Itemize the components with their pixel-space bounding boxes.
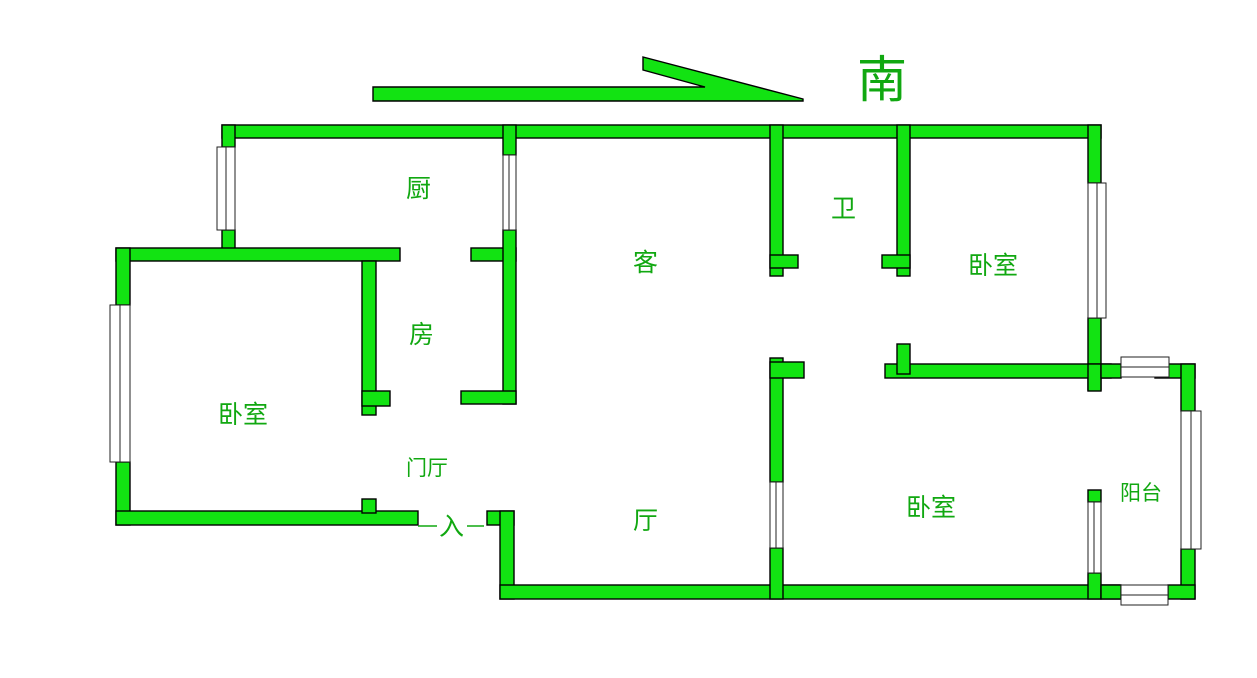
wall-balcony-west-bottom (1087, 572, 1102, 600)
room-label-bedroom-northeast: 卧室 (968, 251, 1018, 280)
room-label-bathroom: 卫 (831, 194, 856, 223)
room-label-bedroom-southeast: 卧室 (906, 493, 956, 522)
wall-balcony-west-mid (1087, 489, 1102, 503)
window-ne-bedroom-east (1087, 182, 1107, 319)
windows (109, 146, 1202, 606)
wall-balcony-east-top (1180, 363, 1196, 412)
wall-bathroom-west-foot (769, 254, 799, 269)
wall-bedroom-west-stub (361, 498, 377, 514)
wall-balcony-south-right (1167, 584, 1196, 600)
wall-kitchen-inner-west (361, 260, 377, 416)
wall-kitchen-east (502, 229, 517, 405)
wall-ne-bedroom-south (884, 363, 1112, 379)
wall-ne-bedroom-stub (896, 343, 911, 375)
window-kitchen-west (216, 146, 236, 231)
window-balcony-east (1180, 410, 1202, 550)
room-label-living-top: 客 (633, 248, 658, 277)
wall-divider-top-stub (769, 361, 805, 379)
compass-direction-label: 南 (857, 51, 907, 109)
room-label-foyer: 门厅 (406, 456, 448, 480)
wall-kitchen-east-top (502, 124, 517, 156)
room-label-living-bottom: 厅 (633, 506, 658, 535)
room-label-kitchen-bottom: 房 (409, 320, 434, 349)
compass-arrow (372, 56, 804, 102)
entrance-label: 入 (439, 512, 464, 541)
wall-kitchen-inner-west-foot (361, 390, 391, 407)
wall-balcony-south-left (1100, 584, 1122, 600)
wall-kitchen-inner-east-foot (460, 390, 517, 405)
window-balcony-west (1087, 501, 1102, 574)
window-kitchen-east (502, 154, 517, 231)
wall-north (221, 124, 1102, 139)
wall-bathroom-east (896, 124, 911, 277)
window-bedroom-west (109, 304, 131, 463)
wall-bedroom-west-south (115, 510, 419, 526)
window-balcony-north (1120, 356, 1170, 378)
window-balcony-south (1120, 584, 1169, 606)
room-label-kitchen-top: 厨 (406, 174, 431, 203)
wall-ne-bedroom-east-top (1087, 124, 1102, 184)
room-label-bedroom-west: 卧室 (218, 400, 268, 429)
room-label-balcony: 阳台 (1120, 481, 1162, 505)
wall-bedroom-west-upper (115, 247, 131, 306)
wall-kitchen-south (115, 247, 401, 262)
wall-bathroom-east-foot (881, 254, 911, 269)
walls (115, 124, 1196, 600)
wall-bathroom-west (769, 124, 784, 277)
wall-balcony-west-top (1087, 363, 1102, 392)
wall-balcony-north-left (1100, 363, 1122, 379)
wall-kitchen-west-top (221, 124, 236, 148)
window-living-divider (769, 481, 784, 549)
wall-divider-lower (769, 547, 784, 600)
wall-south (499, 584, 1121, 600)
